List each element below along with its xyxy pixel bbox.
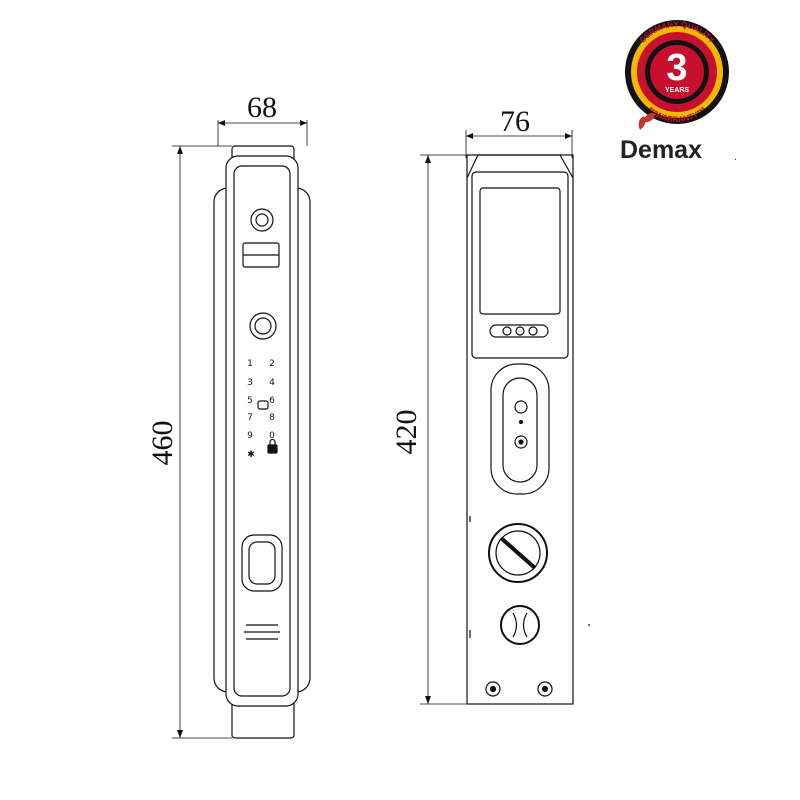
keypad-key: 9: [247, 431, 253, 441]
fingerprint-sensor-icon: [249, 312, 277, 340]
leaf-icon: [638, 113, 656, 130]
brand-logo: Demax .: [620, 113, 737, 164]
side-view: [420, 130, 590, 705]
brand-mark: .: [734, 153, 737, 163]
keypad-key: 6: [269, 396, 275, 406]
keypad-key: 3: [247, 378, 253, 388]
badge-years: YEARS: [665, 87, 689, 94]
keypad-key: 2: [269, 359, 275, 369]
badge-number: 3: [666, 47, 687, 89]
brand-name: Demax: [620, 136, 702, 164]
warranty-badge: GERMANY QUALITY ***WARRANTY*** 3 YEARS: [625, 20, 729, 124]
keypad-key: 4: [269, 378, 275, 388]
keypad-key: 7: [247, 413, 253, 423]
lock-icon: [267, 438, 278, 454]
side-width-label: 76: [500, 105, 530, 138]
keypad-key: 1: [247, 359, 253, 369]
side-height-label: 420: [390, 410, 423, 455]
keypad-key: ✱: [247, 450, 255, 460]
keypad-key: 8: [269, 413, 275, 423]
front-view: [172, 120, 311, 739]
keypad-key: 5: [247, 396, 253, 406]
front-width-label: 68: [247, 91, 277, 124]
keypad: 1 2 3 4 5 6 7 8 9 0 ✱: [247, 359, 275, 460]
front-height-label: 460: [146, 421, 179, 466]
keypad-key: 0: [269, 431, 275, 441]
